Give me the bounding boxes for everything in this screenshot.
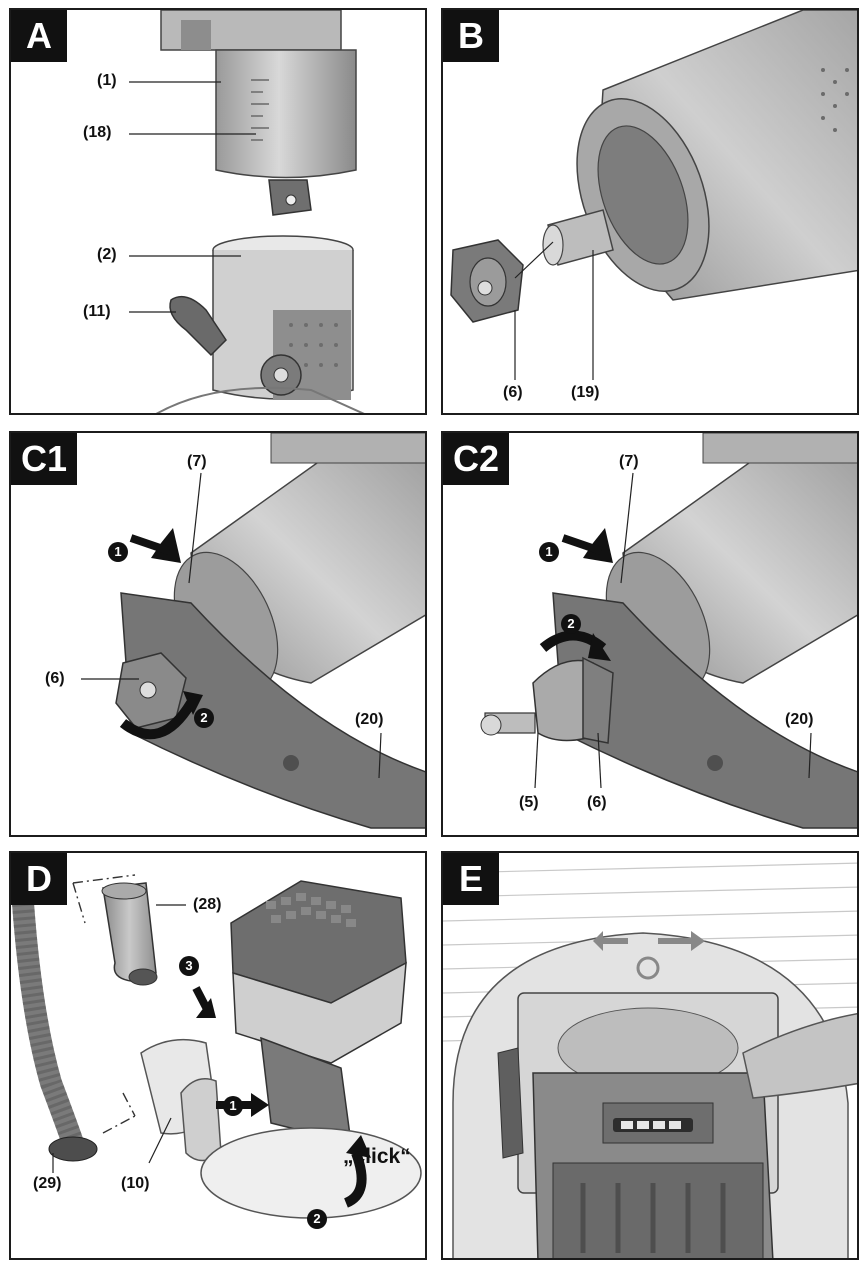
panel-c1-illustration <box>81 433 425 829</box>
panel-c2: C2 (7) (5) (6) (20) 1 2 <box>441 431 859 837</box>
step-3-marker: 3 <box>179 956 199 976</box>
label-7: (7) <box>187 453 207 470</box>
label-29: (29) <box>33 1175 62 1192</box>
panel-d-illustration <box>12 874 422 1219</box>
label-1: (1) <box>97 72 117 89</box>
panel-c1: C1 (7) (6) (20) 1 2 <box>9 431 427 837</box>
panel-b: B (6) (19) <box>441 8 859 415</box>
panel-a-illustration <box>129 10 365 413</box>
panel-d-tag: D <box>11 853 67 905</box>
label-6: (6) <box>45 670 65 687</box>
label-19: (19) <box>571 384 600 401</box>
panel-d: D (28) (29) (10) „click“ 1 2 3 <box>9 851 427 1260</box>
panel-e-illustration <box>443 862 857 1258</box>
label-6: (6) <box>503 384 523 401</box>
step-2-marker: 2 <box>194 708 214 728</box>
label-6: (6) <box>587 794 607 811</box>
label-7: (7) <box>619 453 639 470</box>
step-2-marker: 2 <box>561 614 581 634</box>
panel-a: A (1) (18) (2) (11) <box>9 8 427 415</box>
panel-a-tag: A <box>11 10 67 62</box>
label-2: (2) <box>97 246 117 263</box>
panel-e: E <box>441 851 859 1260</box>
step-1-marker: 1 <box>108 542 128 562</box>
step-1-marker: 1 <box>539 542 559 562</box>
label-5: (5) <box>519 794 539 811</box>
panel-b-tag: B <box>443 10 499 62</box>
label-18: (18) <box>83 124 112 141</box>
click-annotation: „click“ <box>343 1145 411 1168</box>
panel-c2-tag: C2 <box>443 433 510 485</box>
panel-e-tag: E <box>443 853 499 905</box>
panel-c2-illustration <box>480 433 857 829</box>
step-2-marker: 2 <box>307 1209 327 1229</box>
label-20: (20) <box>355 711 384 728</box>
label-20: (20) <box>785 711 814 728</box>
label-10: (10) <box>121 1175 150 1192</box>
panel-b-illustration <box>450 10 857 380</box>
step-1-marker: 1 <box>223 1096 243 1116</box>
label-11: (11) <box>83 303 111 320</box>
label-28: (28) <box>193 896 222 913</box>
panel-c1-tag: C1 <box>11 433 78 485</box>
